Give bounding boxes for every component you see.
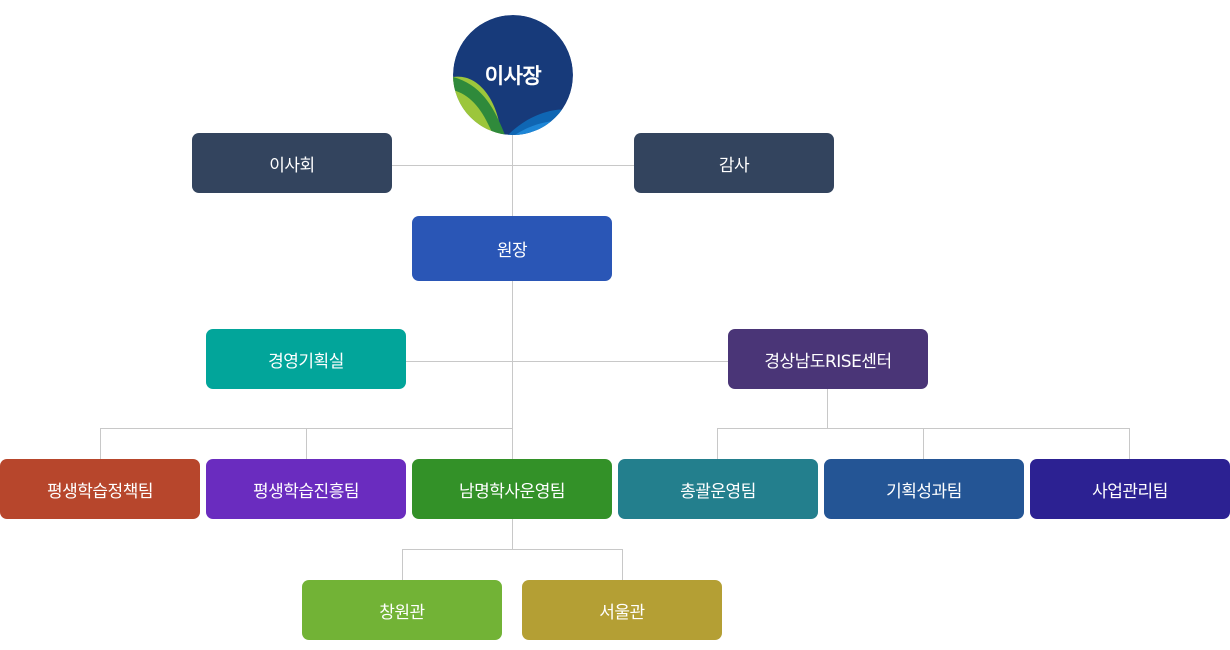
hall-node-changwon: 창원관 — [302, 580, 502, 640]
board-node: 이사회 — [192, 133, 392, 193]
chairman-label: 이사장 — [484, 64, 542, 88]
team-node-general: 총괄운영팀 — [618, 459, 818, 519]
team-node-nammyeong: 남명학사운영팀 — [412, 459, 612, 519]
planning-office-node: 경영기획실 — [206, 329, 406, 389]
team-node-promotion: 평생학습진흥팀 — [206, 459, 406, 519]
rise-center-node: 경상남도RISE센터 — [728, 329, 928, 389]
team-node-planning: 기획성과팀 — [824, 459, 1024, 519]
director-node: 원장 — [412, 216, 612, 281]
chairman-node: 이사장 — [453, 15, 573, 135]
hall-node-seoul: 서울관 — [522, 580, 722, 640]
audit-node: 감사 — [634, 133, 834, 193]
chairman-leaf-graphic — [453, 15, 573, 135]
team-node-project: 사업관리팀 — [1030, 459, 1230, 519]
team-node-policy: 평생학습정책팀 — [0, 459, 200, 519]
